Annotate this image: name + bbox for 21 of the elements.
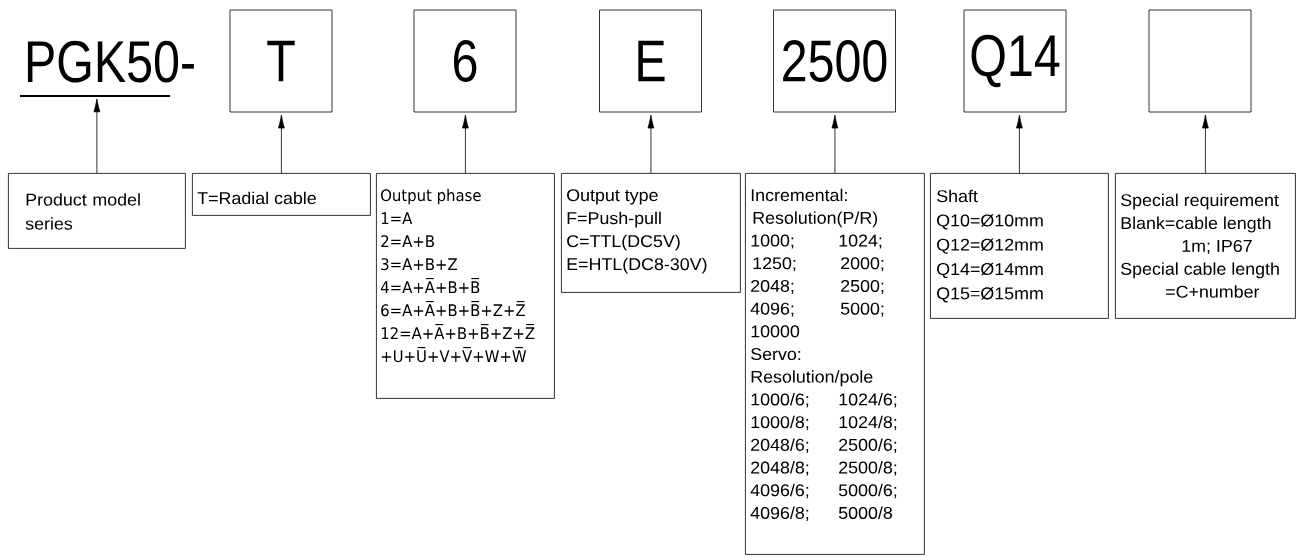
code-box: T — [229, 9, 333, 113]
description-box: Output phase 1=A 2=A+B 3=A+B+Z 4=A+A̅+B+B̅ 6=A+A̅+B+B̅+Z+Z̅ 12=A+A̅+B+B̅+Z+Z̅ +U+U̅+V+V̅+W+W̅ — [376, 173, 555, 399]
model-code: PGK50- — [20, 40, 194, 98]
description-box: Shaft Q10=Ø10mm Q12=Ø12mm Q14=Ø14mm Q15=Ø15mm — [930, 173, 1109, 319]
description-box: Product model series — [8, 173, 186, 249]
code-box: 6 — [413, 9, 517, 113]
arrow — [93, 98, 101, 174]
code-box: 2500 — [773, 9, 896, 113]
arrow — [831, 114, 839, 174]
arrow — [1016, 114, 1023, 174]
description-box: Output type F=Push-pull C=TTL(DC5V) E=HTL(DC8-30V) — [561, 173, 741, 293]
description-box: T=Radial cable — [192, 173, 371, 216]
empty-box — [1148, 9, 1252, 113]
arrow — [462, 114, 469, 174]
arrow — [647, 114, 655, 174]
arrow — [1202, 114, 1209, 174]
description-box: Special requirement Blank=cable length 1m; IP67 Special cable length =C+number — [1115, 173, 1296, 319]
code-box: Q14 — [963, 9, 1067, 113]
arrow — [278, 114, 285, 174]
description-box: Incremental: Resolution(P/R) 1000; 1024; 1250; 2000; 2048; 2500; 4096; 5000; 10000 Servo: Resolution/pole 1000/6; 1024/6; 1000/8; 1024/8; 2048/6; 2500/6; 2048/8; 2500/8; 4096/6; 5000/6; 4096/8; 5000/8 — [745, 173, 925, 555]
code-box: E — [599, 9, 702, 113]
